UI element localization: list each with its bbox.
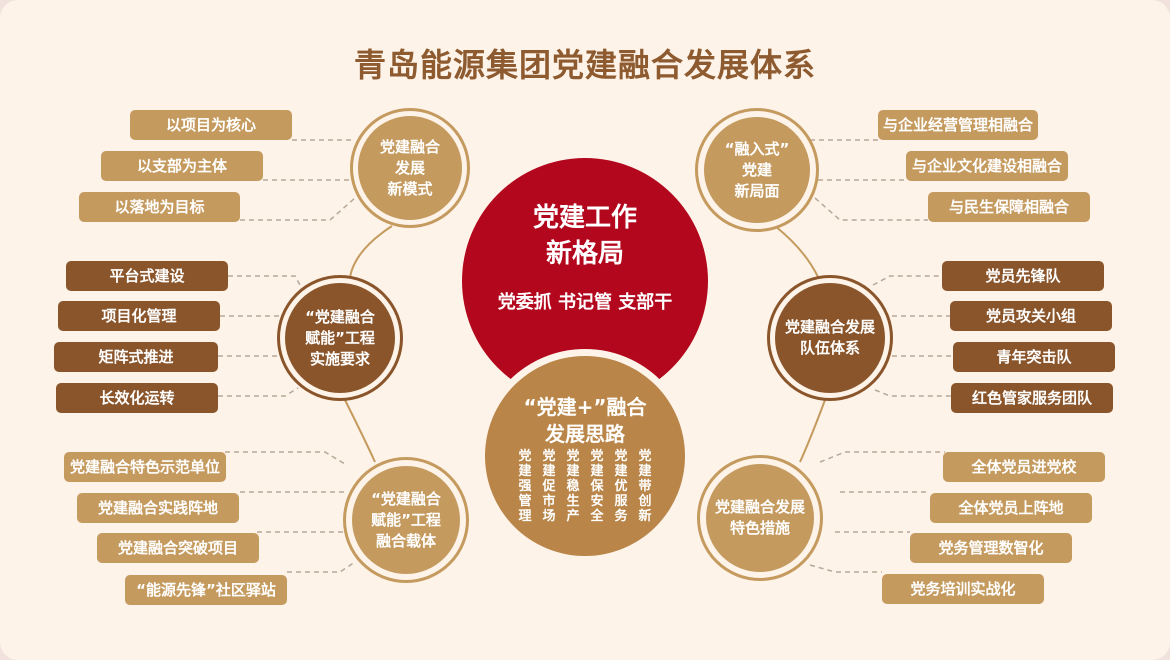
node-label-line: 党建 [741, 160, 772, 179]
item-corporate-culture: 与企业文化建设相融合 [906, 151, 1068, 181]
item-landing-goal: 以落地为目标 [79, 192, 240, 222]
party-plus-column: 党建带创新 [638, 449, 652, 524]
core-slogan: 党委抓 书记管 支部干 [497, 292, 673, 313]
party-plus-columns: 党建强管理 党建促市场 党建稳生产 党建保安全 党建优服务 党建带创新 [517, 449, 653, 524]
item-project-management: 项目化管理 [58, 301, 220, 331]
item-matrix-promotion: 矩阵式推进 [54, 342, 218, 372]
node-label-line: 新局面 [734, 181, 780, 200]
node-label: “融入式” 党建 新局面 [704, 117, 810, 223]
core-circle-party-plus: “党建+”融合 发展思路 党建强管理 党建促市场 党建稳生产 党建保安全 党建优… [485, 356, 685, 556]
item-business-management: 与企业经营管理相融合 [878, 110, 1038, 140]
node-label-line: 党建融合发展 [784, 318, 875, 336]
core-title-line2: 新格局 [545, 239, 624, 269]
node-label-line: 党建融合 [379, 137, 440, 156]
node-label-line: 新模式 [387, 179, 433, 198]
item-livelihood: 与民生保障相融合 [928, 192, 1090, 222]
node-label-line: 发展 [394, 158, 425, 177]
item-tackling-group: 党员攻关小组 [950, 301, 1112, 331]
item-branch-subject: 以支部为主体 [101, 151, 263, 181]
node-empowerment-carriers: “党建融合 赋能”工程 融合载体 [343, 457, 469, 583]
node-label-line: 赋能”工程 [305, 328, 375, 347]
node-label: 党建融合发展 特色措施 [706, 464, 814, 572]
item-party-school: 全体党员进党校 [943, 452, 1105, 482]
item-platform-construction: 平台式建设 [66, 261, 228, 291]
party-plus-title: “党建+”融合 发展思路 [485, 394, 685, 448]
item-digital-management: 党务管理数智化 [910, 533, 1072, 563]
item-demo-unit: 党建融合特色示范单位 [64, 452, 226, 482]
node-label: 党建融合 发展 新模式 [358, 116, 462, 220]
item-red-butler: 红色管家服务团队 [951, 383, 1113, 413]
item-practical-training: 党务培训实战化 [882, 574, 1044, 604]
core-title: 党建工作 新格局 [462, 200, 708, 272]
node-label-line: 队伍体系 [799, 339, 860, 357]
item-youth-commando: 青年突击队 [953, 342, 1115, 372]
node-label-line: 实施要求 [309, 349, 370, 368]
item-vanguard-team: 党员先锋队 [942, 261, 1104, 291]
item-long-term-operation: 长效化运转 [56, 383, 218, 413]
node-team-system: 党建融合发展 队伍体系 [767, 275, 893, 401]
party-plus-column: 党建促市场 [542, 449, 556, 524]
party-plus-column: 党建保安全 [590, 449, 604, 524]
party-plus-column: 党建稳生产 [566, 449, 580, 524]
node-label-line: 特色措施 [729, 519, 790, 537]
node-label-line: “融入式” [724, 139, 790, 158]
node-label-line: 赋能”工程 [371, 510, 441, 529]
node-label: 党建融合发展 队伍体系 [775, 283, 885, 393]
item-frontline: 全体党员上阵地 [930, 493, 1092, 523]
item-community-station: “能源先锋”社区驿站 [125, 575, 287, 605]
diagram-title: 青岛能源集团党建融合发展体系 [353, 46, 816, 84]
node-label-line: 党建融合发展 [714, 498, 805, 516]
item-project-core: 以项目为核心 [130, 110, 292, 140]
party-plus-column: 党建强管理 [518, 449, 532, 524]
node-featured-measures: 党建融合发展 特色措施 [697, 455, 823, 581]
node-empowerment-requirements: “党建融合 赋能”工程 实施要求 [277, 275, 403, 401]
party-plus-title-line1: “党建+”融合 [523, 395, 647, 419]
party-plus-column: 党建优服务 [614, 449, 628, 524]
node-label-line: “党建融合 [305, 307, 375, 326]
node-label-line: 融合载体 [375, 531, 436, 550]
core-title-line1: 党建工作 [532, 203, 637, 233]
node-label: “党建融合 赋能”工程 融合载体 [352, 466, 460, 574]
party-plus-title-line2: 发展思路 [545, 422, 625, 446]
node-new-model: 党建融合 发展 新模式 [350, 108, 470, 228]
item-breakthrough-project: 党建融合突破项目 [97, 533, 259, 563]
item-practice-base: 党建融合实践阵地 [77, 493, 239, 523]
node-label-line: “党建融合 [371, 489, 441, 508]
node-label: “党建融合 赋能”工程 实施要求 [285, 283, 395, 393]
node-integrated-party-building: “融入式” 党建 新局面 [695, 108, 819, 232]
